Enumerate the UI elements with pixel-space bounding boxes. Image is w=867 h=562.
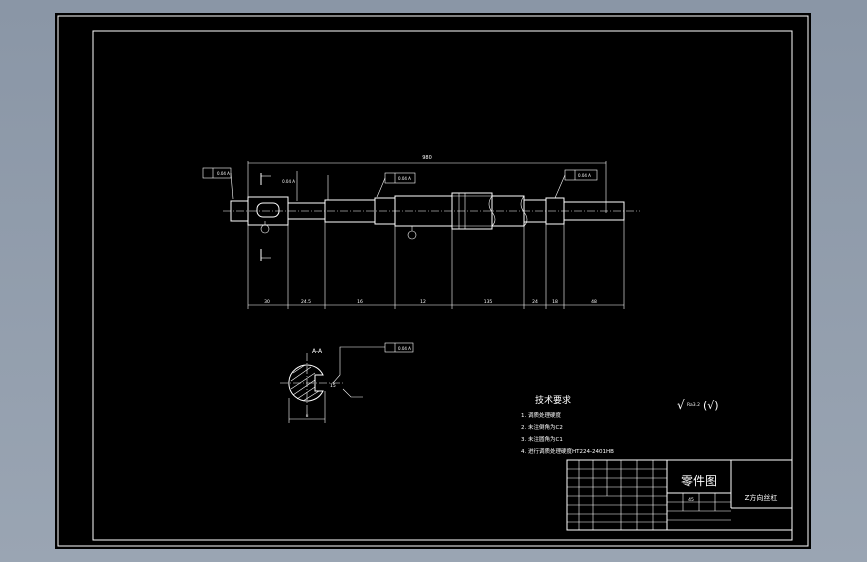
cad-drawing-viewport[interactable]: 980 30 24.5 16 12 135 24 18 48 0.04 A 0.…	[55, 13, 811, 549]
tech-requirement-3: 3. 未注圆角为C1	[521, 435, 563, 443]
section-view: A-A 8 15 0.04 A	[280, 342, 414, 423]
title-block-heading: 零件图	[681, 474, 717, 488]
roughness-symbol: √	[677, 398, 685, 412]
section-label: A-A	[312, 348, 323, 355]
tech-requirement-1: 1. 调质处理硬度	[521, 411, 561, 419]
segment-length-4: 12	[420, 299, 426, 305]
roughness-paren: (√)	[703, 399, 719, 412]
shaft-step-11	[563, 201, 625, 221]
tech-requirements: 技术要求 1. 调质处理硬度 2. 未注倒角为C2 3. 未注圆角为C1 4. …	[521, 394, 614, 455]
overall-length-label: 980	[422, 155, 432, 161]
key-depth-label: 15	[330, 383, 336, 389]
section-tolerance-leader	[332, 346, 385, 384]
segment-length-5: 135	[484, 299, 493, 305]
general-roughness: √ Ra3.2 (√)	[677, 398, 719, 412]
tech-requirements-title: 技术要求	[535, 394, 571, 406]
segment-length-1: 30	[264, 299, 270, 305]
tolerance-frame-left: 0.04 A	[202, 167, 234, 200]
segment-length-2: 24.5	[301, 299, 311, 305]
drawing-canvas: 980 30 24.5 16 12 135 24 18 48 0.04 A 0.…	[57, 15, 809, 547]
tolerance-frame-mid: 0.04 A	[376, 172, 416, 198]
section-outline	[288, 364, 324, 402]
roughness-value: Ra3.2	[687, 402, 700, 408]
datum-circle-left	[260, 224, 270, 234]
tolerance-frame-right: 0.04 A	[554, 169, 598, 199]
tolerance-frame-top-text: 0.04 A	[282, 179, 295, 184]
segment-dimensions: 30 24.5 16 12 135 24 18 48	[247, 219, 625, 309]
tolerance-frame-right-text: 0.04 A	[578, 173, 591, 178]
keyway-slot	[256, 202, 280, 218]
outer-border	[57, 15, 809, 547]
segment-length-6: 24	[532, 299, 538, 305]
segment-length-3: 16	[357, 299, 363, 305]
tolerance-frame-mid-text: 0.04 A	[398, 176, 411, 181]
title-block-material: 45	[688, 497, 694, 503]
tolerance-frame-top: 0.04 A	[282, 171, 329, 201]
key-width-label: 8	[306, 413, 309, 419]
tech-requirement-2: 2. 未注倒角为C2	[521, 423, 563, 431]
section-hatching	[290, 364, 320, 402]
section-tolerance-text: 0.04 A	[398, 346, 411, 351]
overall-dimension: 980	[247, 155, 607, 213]
section-tolerance-frame	[384, 342, 414, 353]
inner-frame	[92, 30, 793, 541]
tolerance-frame-left-text: 0.04 A	[217, 171, 230, 176]
segment-length-7: 18	[552, 299, 558, 305]
title-block: 零件图 Z方向丝杠 45	[566, 459, 793, 531]
break-line-right	[520, 195, 528, 227]
tech-requirement-4: 4. 进行调质处理硬度HT224-2401HB	[521, 447, 614, 455]
break-line-left	[488, 195, 496, 227]
title-block-part-name: Z方向丝杠	[745, 493, 778, 502]
title-block-frame	[566, 459, 793, 531]
segment-length-8: 48	[591, 299, 597, 305]
shaft-main-view	[223, 173, 640, 261]
datum-circle-mid	[407, 230, 417, 240]
section-roughness-leader	[342, 388, 363, 398]
